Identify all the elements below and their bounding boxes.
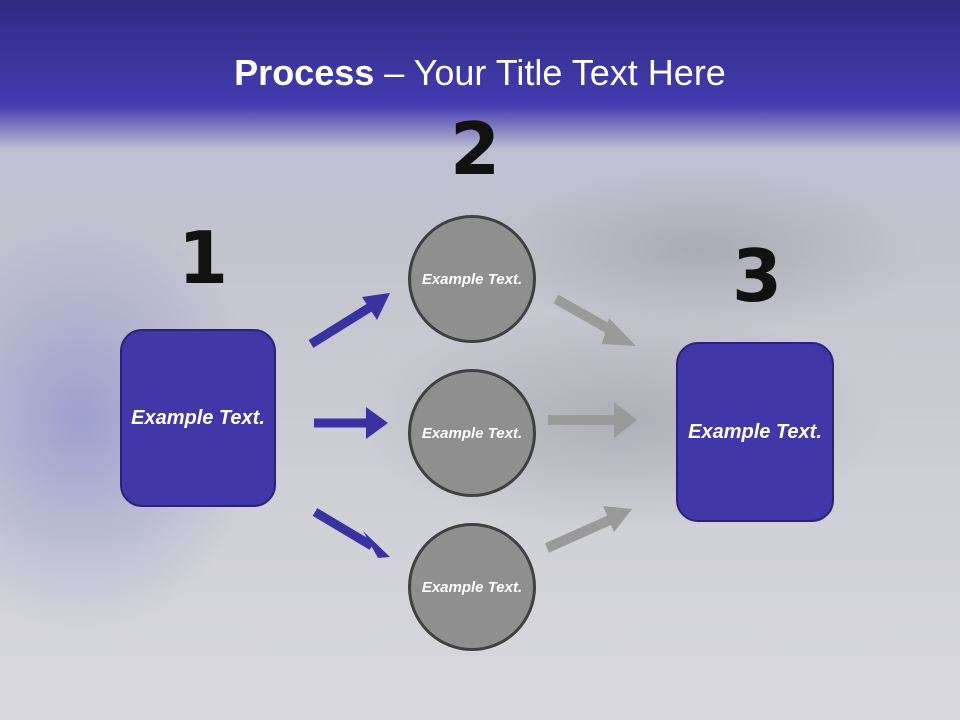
- step-2-circle-bottom: Example Text.: [408, 523, 536, 651]
- arrow-gray-up: [544, 506, 632, 553]
- step-2-text-middle: Example Text.: [421, 424, 523, 442]
- step-2-text-top: Example Text.: [421, 270, 523, 288]
- arrow-blue-right: [314, 407, 388, 439]
- arrow-gray-down: [553, 294, 636, 346]
- title-bar: [0, 0, 960, 150]
- title-rest: – Your Title Text Here: [374, 52, 726, 93]
- step-3-text: Example Text.: [688, 420, 822, 443]
- step-1-box: Example Text.: [120, 329, 276, 507]
- step-number-2: 2: [450, 107, 501, 191]
- arrow-blue-up: [308, 293, 390, 348]
- title-bold: Process: [234, 52, 375, 93]
- step-1-text: Example Text.: [131, 406, 265, 429]
- step-number-3: 3: [732, 234, 783, 318]
- step-2-circle-top: Example Text.: [408, 215, 536, 343]
- arrow-blue-down: [312, 508, 390, 558]
- step-number-1: 1: [178, 216, 229, 300]
- slide-title: Process – Your Title Text Here: [0, 52, 960, 94]
- step-3-box: Example Text.: [676, 342, 834, 522]
- step-2-text-bottom: Example Text.: [421, 578, 523, 596]
- step-2-circle-middle: Example Text.: [408, 369, 536, 497]
- arrow-gray-right: [548, 402, 637, 438]
